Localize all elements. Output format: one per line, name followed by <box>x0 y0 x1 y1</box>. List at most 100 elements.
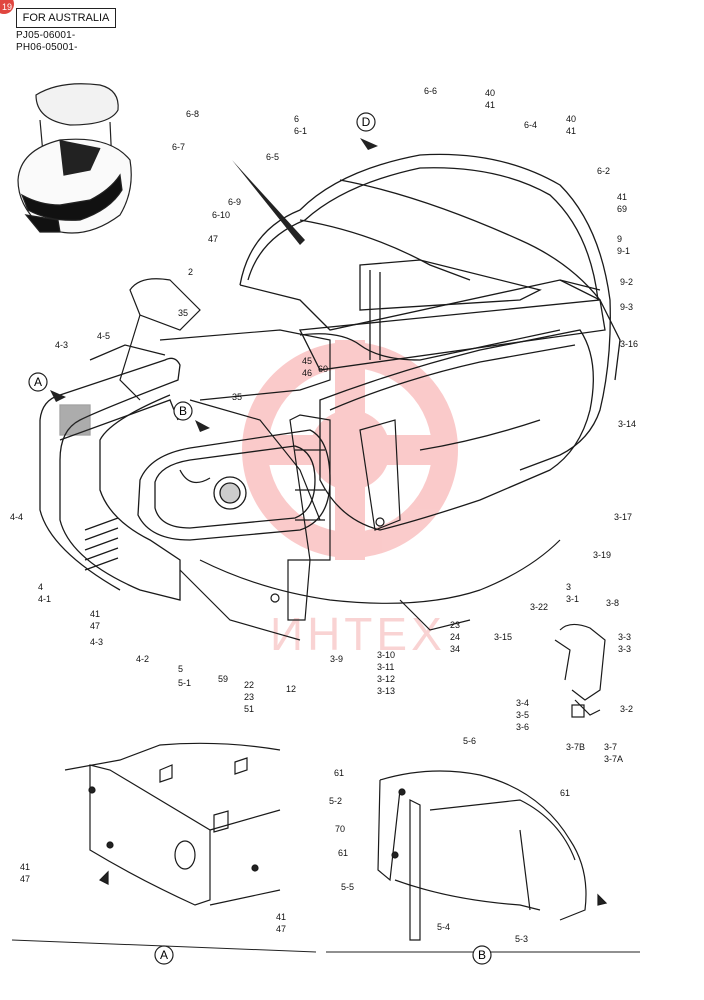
front-panel <box>39 344 181 601</box>
callout-70-61: 70 <box>335 824 345 834</box>
callout-3-17-22: 3-17 <box>614 512 632 522</box>
svg-text:B: B <box>179 404 187 418</box>
view-marker-a: A <box>28 372 48 392</box>
callout-47-x13: 47 <box>20 874 30 884</box>
callout-41-12: 41 <box>485 100 495 110</box>
callout-22-37: 22 <box>244 680 254 690</box>
detail-a-marker: A <box>154 945 174 965</box>
callout-61-x11: 61 <box>560 788 570 798</box>
callout-3-16-20: 3-16 <box>620 339 638 349</box>
callout-45-48: 45 <box>302 356 312 366</box>
machine-thumbnail <box>17 83 132 234</box>
watermark-text: ИНТЕХ <box>270 608 446 660</box>
callout-3-2-52: 3-2 <box>620 704 633 714</box>
callout-3-11-32: 3-11 <box>377 662 394 672</box>
callout-3-3-x9: 3-3 <box>618 644 631 654</box>
callout-6-9-2: 6-9 <box>228 197 241 207</box>
callout-5-40: 5 <box>178 664 183 674</box>
callout-9-16: 9 <box>617 234 622 244</box>
callout-3-9-35: 3-9 <box>330 654 343 664</box>
callout-4-2-42: 4-2 <box>136 654 149 664</box>
callout-47-x15: 47 <box>276 924 286 934</box>
callout-3-7A-58: 3-7A <box>604 754 623 764</box>
callout-3-22-26: 3-22 <box>530 602 548 612</box>
serial-range-2: PH06-05001- <box>16 42 78 53</box>
floor-frame <box>119 278 561 641</box>
callout-3-8-51: 3-8 <box>606 598 619 608</box>
detail-view-a <box>64 742 281 906</box>
region-label: FOR AUSTRALIA <box>16 8 116 28</box>
callout-6-2-14: 6-2 <box>597 166 610 176</box>
callout-6-6-10: 6-6 <box>424 86 437 96</box>
callout-4-3-x0: 4-3 <box>55 340 68 350</box>
callout-6-4-13: 6-4 <box>524 120 537 130</box>
callout-47-4: 47 <box>208 234 218 244</box>
detail-b-marker: B <box>472 945 492 965</box>
callout-3-7B-56: 3-7B <box>566 742 585 752</box>
callout-46-49: 46 <box>302 368 312 378</box>
callout-24-29: 24 <box>450 632 460 642</box>
callout-2-5: 2 <box>188 267 193 277</box>
callout-41-x14: 41 <box>276 912 286 922</box>
side-cover-right <box>319 329 594 531</box>
callout-35-x1: 35 <box>232 392 242 402</box>
callout-4-4-46: 4-4 <box>10 512 23 522</box>
callout-5-3-65: 5-3 <box>515 934 528 944</box>
callout-41-x2: 41 <box>566 126 576 136</box>
callout-61-62: 61 <box>338 848 348 858</box>
callout-3-19-23: 3-19 <box>593 550 611 560</box>
callout-59-39: 59 <box>218 674 228 684</box>
callout-6-8-0: 6-8 <box>186 109 199 119</box>
page-corner-badge: 19 <box>0 0 14 14</box>
callout-3-13-34: 3-13 <box>377 686 395 696</box>
callout-5-5-63: 5-5 <box>341 882 354 892</box>
callout-41-x4: 41 <box>617 192 627 202</box>
callout-3-3-x8: 3-3 <box>618 632 631 642</box>
callout-3-4-53: 3-4 <box>516 698 529 708</box>
svg-text:A: A <box>160 948 168 962</box>
latch-detail <box>554 623 606 718</box>
detail-view-b <box>377 770 608 941</box>
callout-12-36: 12 <box>286 684 296 694</box>
callout-3-5-54: 3-5 <box>516 710 529 720</box>
callout-4-1-44: 4-1 <box>38 594 51 604</box>
callout-5-6-59: 5-6 <box>463 736 476 746</box>
callout-60-50: 60 <box>318 364 328 374</box>
callout-6-7: 6 <box>294 114 299 124</box>
svg-text:A: A <box>34 375 42 389</box>
callout-4-45: 4 <box>38 582 43 592</box>
callout-4-3-43: 4-3 <box>90 637 103 647</box>
svg-text:D: D <box>362 115 371 129</box>
callout-6-5-9: 6-5 <box>266 152 279 162</box>
callout-6-7-1: 6-7 <box>172 142 185 152</box>
callout-3-6-55: 3-6 <box>516 722 529 732</box>
view-marker-b: B <box>173 401 193 421</box>
svg-text:B: B <box>478 948 486 962</box>
callout-40-11: 40 <box>485 88 495 98</box>
callout-40-x3: 40 <box>566 114 576 124</box>
callout-35-6: 35 <box>178 308 188 318</box>
serial-range-1: PJ05-06001- <box>16 30 76 41</box>
callout-23-28: 23 <box>450 620 460 630</box>
callout-6-10-3: 6-10 <box>212 210 230 220</box>
callout-41-x5: 41 <box>90 609 100 619</box>
callout-3-12-33: 3-12 <box>377 674 395 684</box>
callout-6-1-8: 6-1 <box>294 126 307 136</box>
callout-3-24: 3 <box>566 582 571 592</box>
callout-9-3-19: 9-3 <box>620 302 633 312</box>
callout-3-1-25: 3-1 <box>566 594 579 604</box>
callout-5-1-41: 5-1 <box>178 678 191 688</box>
callout-41-x12: 41 <box>20 862 30 872</box>
callout-9-2-18: 9-2 <box>620 277 633 287</box>
callout-61-x10: 61 <box>334 768 344 778</box>
callout-4-5-47: 4-5 <box>97 331 110 341</box>
callout-51-38: 51 <box>244 704 254 714</box>
callout-3-10-31: 3-10 <box>377 650 395 660</box>
canopy-assembly <box>239 153 621 471</box>
callout-23-x7: 23 <box>244 692 254 702</box>
callout-5-4-64: 5-4 <box>437 922 450 932</box>
callout-34-30: 34 <box>450 644 460 654</box>
